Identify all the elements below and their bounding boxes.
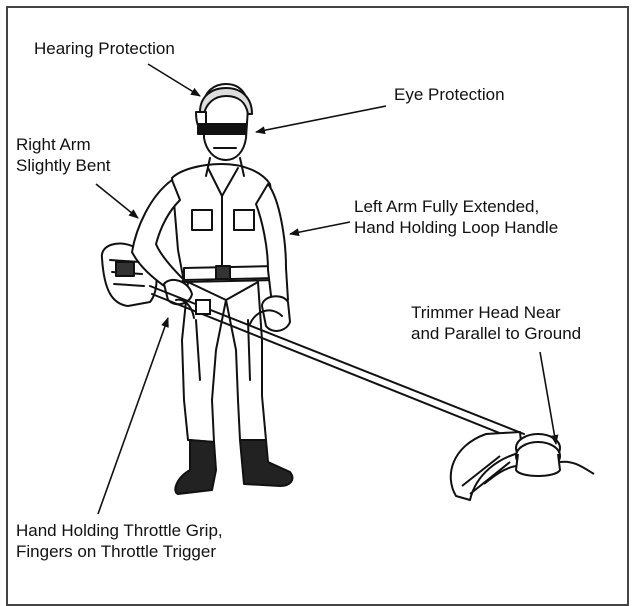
label-line-2: Fingers on Throttle Trigger [16,541,223,562]
label-line-1: Right Arm [16,134,111,155]
label-eye-protection: Eye Protection [394,84,505,105]
leader-hearing [148,64,200,96]
label-line-2: Slightly Bent [16,155,111,176]
leader-right-arm [96,184,138,218]
label-right-arm: Right Arm Slightly Bent [16,134,111,176]
label-trimmer-head: Trimmer Head Near and Parallel to Ground [411,302,581,344]
label-line-1: Left Arm Fully Extended, [354,196,558,217]
leader-throttle [98,318,168,514]
head [196,84,252,176]
leader-eye [256,106,386,132]
leader-trimmer [540,352,556,444]
trimmer-head [451,432,594,500]
boots [175,440,292,494]
legs [182,282,266,442]
label-line-1: Hand Holding Throttle Grip, [16,520,223,541]
leader-left-arm [290,222,350,234]
label-line-2: Hand Holding Loop Handle [354,217,558,238]
label-text: Eye Protection [394,85,505,104]
label-throttle-grip: Hand Holding Throttle Grip, Fingers on T… [16,520,223,562]
label-hearing-protection: Hearing Protection [34,38,175,59]
label-text: Hearing Protection [34,39,175,58]
label-line-1: Trimmer Head Near [411,302,581,323]
label-line-2: and Parallel to Ground [411,323,581,344]
label-left-arm: Left Arm Fully Extended, Hand Holding Lo… [354,196,558,238]
